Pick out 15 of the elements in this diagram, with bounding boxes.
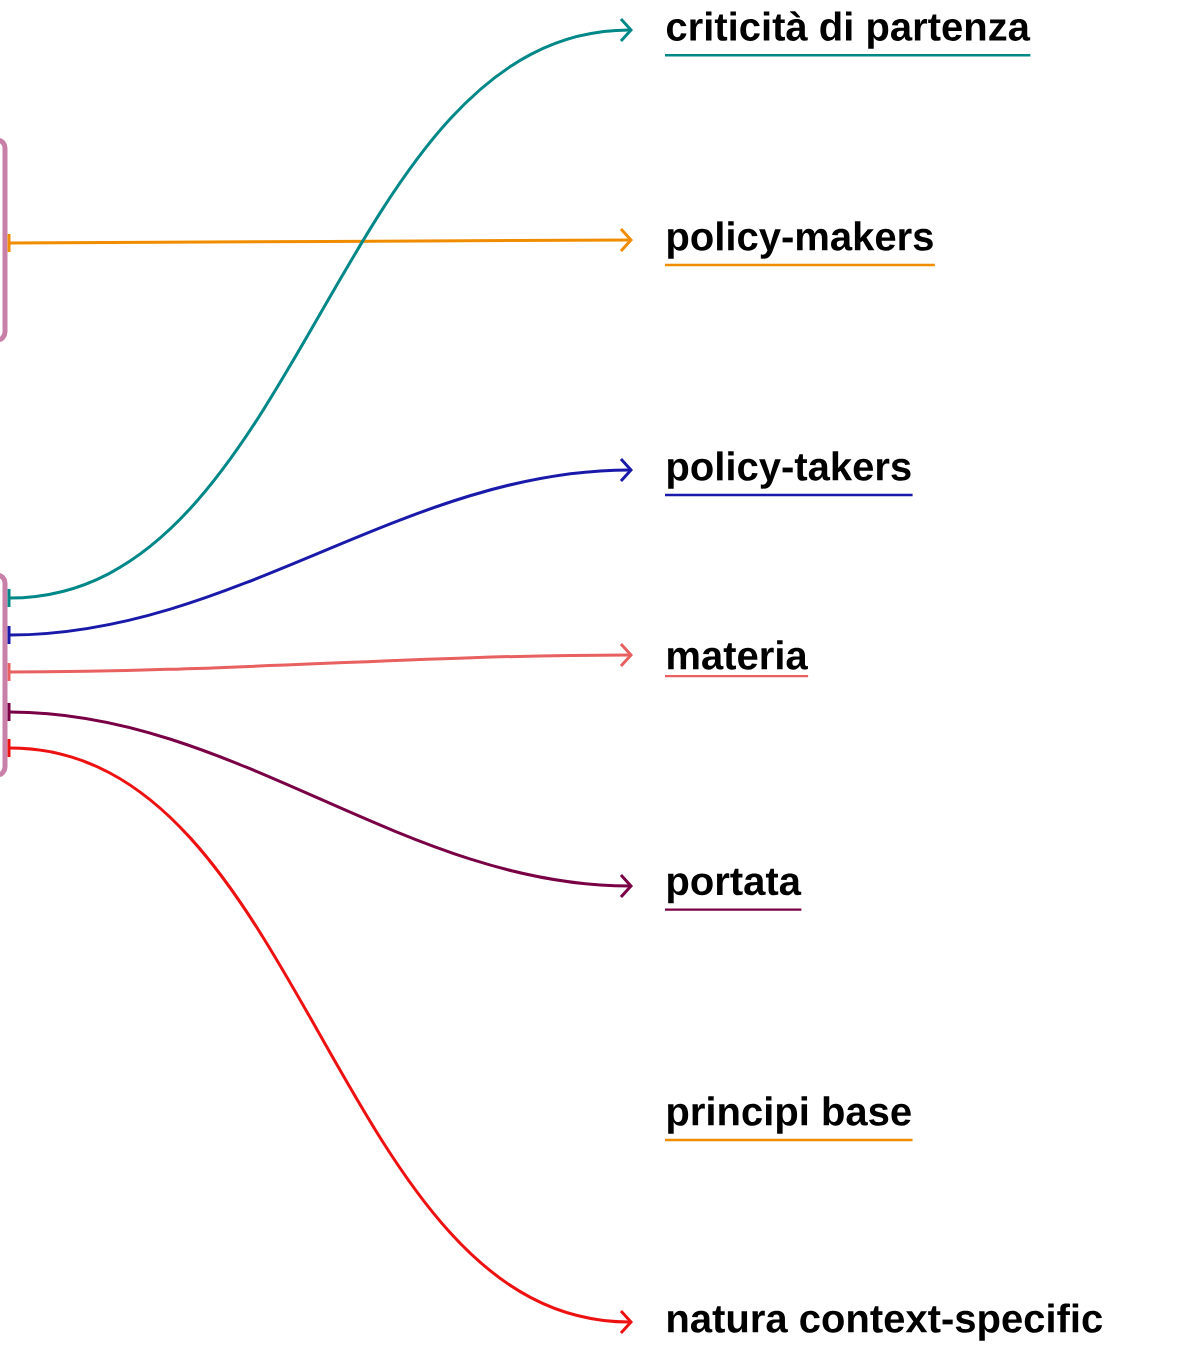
bracket-box <box>0 572 8 778</box>
arrow <box>7 18 633 607</box>
arrow <box>7 228 633 252</box>
underlined-label: natura context-specific <box>668 1303 1103 1341</box>
underlined-label: materia <box>665 640 809 678</box>
arrow <box>7 703 633 899</box>
arrow <box>7 458 633 644</box>
underlined-label: portata <box>665 868 802 911</box>
underlined-label: principi base <box>665 1096 913 1142</box>
arrow <box>7 739 633 1335</box>
underlined-label: policy-makers <box>665 221 935 267</box>
bracket-box <box>0 137 8 343</box>
arrow <box>7 643 633 681</box>
underlined-label: policy-takers <box>665 451 913 497</box>
underlined-label: criticità di partenza <box>665 11 1031 57</box>
